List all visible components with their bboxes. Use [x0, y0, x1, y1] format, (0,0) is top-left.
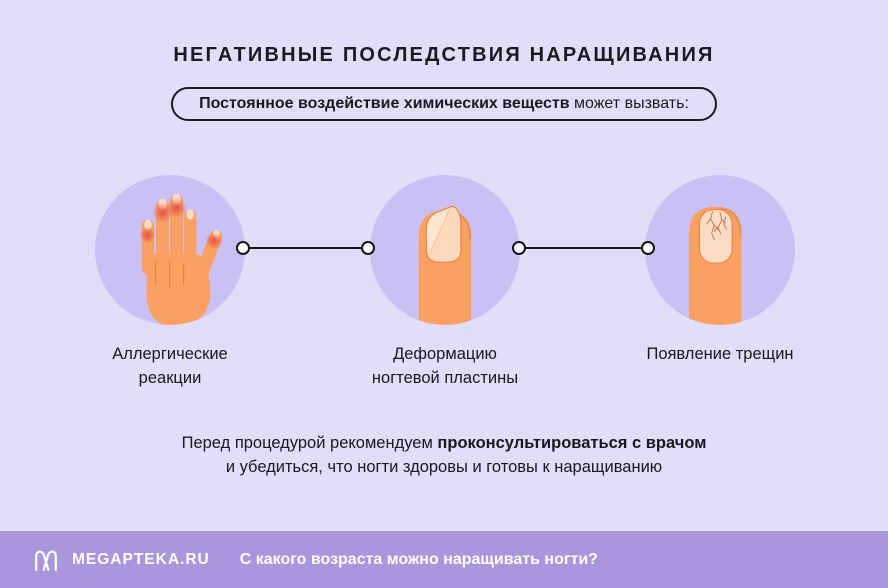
connector-2: [512, 241, 655, 255]
advice-note: Перед процедурой рекомендуем проконсульт…: [0, 431, 888, 479]
footer-bar: MEGAPTEKA.RU С какого возраста можно нар…: [0, 531, 888, 588]
item-label-allergy: Аллергические реакции: [60, 343, 280, 391]
advice-bold-text: проконсультироваться с врачом: [437, 434, 707, 452]
connector-ring-icon: [236, 241, 250, 255]
page-title: НЕГАТИВНЫЕ ПОСЛЕДСТВИЯ НАРАЩИВАНИЯ: [173, 44, 715, 66]
subtitle-pill: Постоянное воздействие химических вещест…: [171, 87, 717, 121]
deformed-nail-icon: [370, 175, 520, 325]
connector-line: [526, 246, 641, 250]
cracked-nail-icon: [645, 175, 795, 325]
hand-allergy-icon: [95, 175, 245, 325]
connector-ring-icon: [512, 241, 526, 255]
item-label-deformation: Деформацию ногтевой пластины: [335, 343, 555, 391]
item-label-cracks: Появление трещин: [610, 343, 830, 367]
item-circle-cracks: [645, 175, 795, 325]
label-line: Аллергические: [112, 345, 228, 363]
connector-ring-icon: [641, 241, 655, 255]
label-line: Появление трещин: [646, 345, 794, 363]
connector-1: [236, 241, 375, 255]
connector-line: [250, 246, 361, 250]
advice-normal-text: Перед процедурой рекомендуем: [181, 434, 438, 452]
item-circle-deformation: [370, 175, 520, 325]
footer-question: С какого возраста можно наращивать ногти…: [239, 550, 598, 568]
advice-line-1: Перед процедурой рекомендуем проконсульт…: [0, 431, 888, 455]
label-line: реакции: [138, 368, 202, 387]
brand-name: MEGAPTEKA.RU: [72, 550, 210, 568]
label-line: ногтевой пластины: [371, 368, 519, 387]
subtitle-normal-text: может вызвать:: [569, 95, 689, 112]
label-line: Деформацию: [393, 345, 497, 363]
item-circle-allergy: [95, 175, 245, 325]
advice-line-2: и убедиться, что ногти здоровы и готовы …: [225, 458, 663, 477]
subtitle-bold-text: Постоянное воздействие химических вещест…: [199, 95, 570, 112]
megapteka-logo-icon: [35, 550, 57, 571]
connector-ring-icon: [361, 241, 375, 255]
subtitle-pill-wrap: Постоянное воздействие химических вещест…: [0, 87, 888, 121]
